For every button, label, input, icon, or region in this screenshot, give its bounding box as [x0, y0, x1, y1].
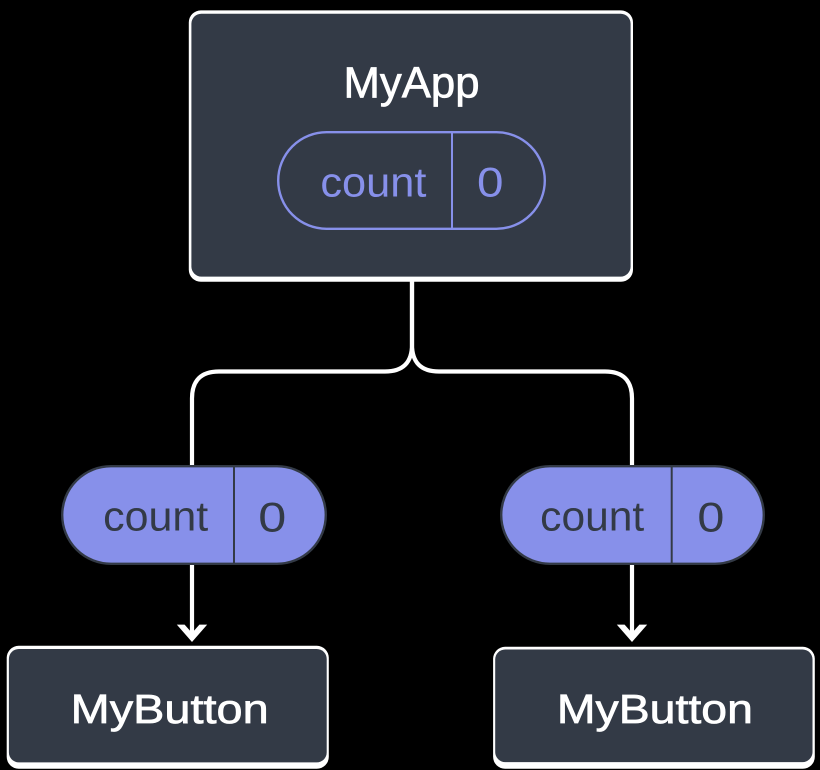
svg-text:0: 0: [477, 159, 504, 206]
svg-text:MyButton: MyButton: [557, 686, 753, 732]
svg-text:count: count: [320, 158, 426, 205]
svg-text:count: count: [103, 493, 208, 540]
svg-text:MyApp: MyApp: [344, 59, 480, 107]
svg-text:0: 0: [697, 494, 724, 541]
svg-text:0: 0: [258, 494, 286, 541]
svg-text:MyButton: MyButton: [71, 686, 269, 732]
svg-text:count: count: [540, 493, 644, 540]
